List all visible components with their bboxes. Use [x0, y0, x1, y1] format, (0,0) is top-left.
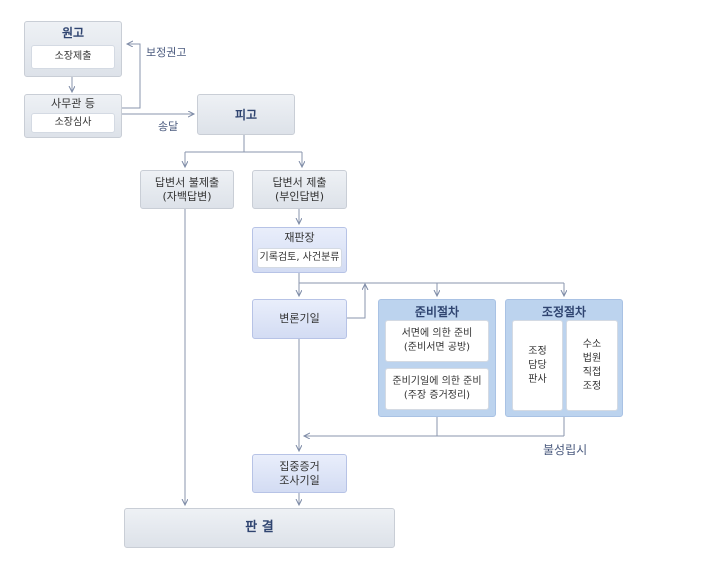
mediation-right-2: 법원 — [582, 352, 602, 364]
correction-label: 보정권고 — [146, 46, 187, 59]
defendant-title: 피고 — [234, 107, 258, 122]
concentrated-line1: 집중증거 — [279, 459, 320, 473]
prep-title: 준비절차 — [414, 305, 460, 319]
judgment-node: 판 결 — [124, 508, 395, 548]
mediation-judge-box: 조정 담당 판사 — [512, 320, 563, 411]
concentrated-evidence-node: 집중증거 조사기일 — [252, 454, 347, 493]
mediation-panel: 조정절차 조정 담당 판사 수소 법원 직접 조정 — [505, 299, 623, 417]
concentrated-line2: 조사기일 — [279, 473, 320, 487]
plaintiff-title: 원고 — [61, 26, 85, 40]
presiding-title: 재판장 — [284, 231, 315, 244]
mediation-right-4: 조정 — [582, 380, 602, 392]
delivery-label: 송달 — [158, 120, 179, 133]
prep-item2-line2: (주장 증거정리) — [403, 390, 471, 401]
mediation-left-2: 담당 — [528, 359, 547, 371]
answer-line2: (부인답변) — [274, 189, 325, 203]
defendant-node: 피고 — [197, 94, 295, 135]
answer-line1: 답변서 제출 — [272, 175, 327, 189]
clerk-node: 사무관 등 소장심사 — [24, 94, 122, 138]
clerk-inner: 소장심사 — [31, 113, 115, 133]
plaintiff-inner: 소장제출 — [31, 45, 115, 69]
judgment-title: 판 결 — [245, 520, 274, 535]
prep-item1-line1: 서면에 의한 준비 — [401, 328, 473, 339]
no-answer-line1: 답변서 불제출 — [154, 175, 220, 189]
prep-procedure-panel: 준비절차 서면에 의한 준비 (준비서면 공방) 준비기일에 의한 준비 (주장… — [378, 299, 496, 417]
no-answer-line2: (자백답변) — [162, 189, 212, 203]
prep-item-written: 서면에 의한 준비 (준비서면 공방) — [385, 320, 489, 362]
plaintiff-node: 원고 소장제출 — [24, 21, 122, 77]
prep-item-hearing: 준비기일에 의한 준비 (주장 증거정리) — [385, 368, 489, 410]
hearing-title: 변론기일 — [279, 312, 320, 325]
prep-item1-line2: (준비서면 공방) — [403, 342, 471, 353]
mediation-left-3: 판사 — [528, 373, 547, 385]
presiding-inner: 기록검토, 사건분류 — [257, 248, 342, 268]
mediation-right-3: 직접 — [582, 366, 602, 378]
no-answer-node: 답변서 불제출 (자백답변) — [140, 170, 234, 209]
presiding-judge-node: 재판장 기록검토, 사건분류 — [252, 227, 347, 273]
mediation-court-box: 수소 법원 직접 조정 — [566, 320, 618, 411]
mediation-title: 조정절차 — [541, 305, 587, 319]
answer-node: 답변서 제출 (부인답변) — [252, 170, 347, 209]
hearing-node: 변론기일 — [252, 299, 347, 339]
mediation-left-1: 조정 — [528, 345, 547, 357]
clerk-title: 사무관 등 — [51, 97, 95, 110]
prep-item2-line1: 준비기일에 의한 준비 — [392, 376, 482, 387]
mediation-right-1: 수소 — [582, 338, 602, 350]
failure-label: 불성립시 — [543, 443, 588, 457]
